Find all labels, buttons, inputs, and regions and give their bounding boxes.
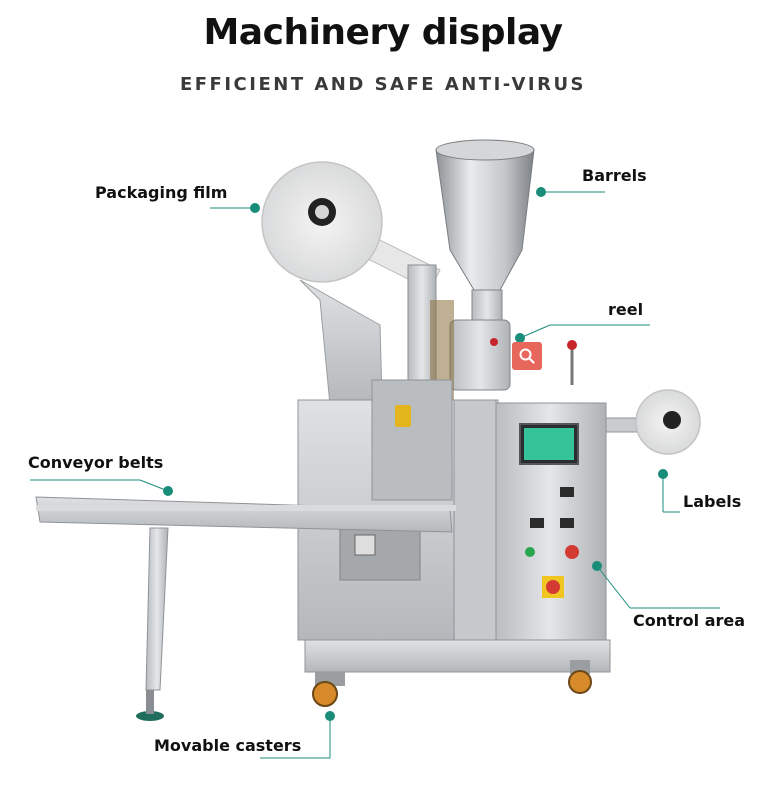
callout-dot-conveyor	[163, 486, 173, 496]
label-barrels: Barrels	[582, 166, 647, 185]
callout-dot-packaging-film	[250, 203, 260, 213]
label-labels: Labels	[683, 492, 742, 511]
label-conveyor-belts: Conveyor belts	[28, 453, 164, 472]
label-reel: reel	[608, 300, 644, 319]
page-subtitle: EFFICIENT AND SAFE ANTI-VIRUS	[179, 74, 587, 95]
hopper-barrel	[435, 149, 535, 291]
callout-dot-barrels	[536, 187, 546, 197]
magnifier-icon	[519, 348, 535, 364]
page-title: Machinery display	[203, 12, 563, 53]
label-control-area: Control area	[633, 611, 746, 630]
label-movable-casters: Movable casters	[154, 736, 302, 755]
callout-dot-control	[592, 561, 602, 571]
zoom-button[interactable]	[512, 342, 542, 370]
callout-dot-casters	[325, 711, 335, 721]
callout-dot-labels	[658, 469, 668, 479]
label-packaging-film: Packaging film	[95, 183, 228, 202]
film-support-plate	[299, 279, 383, 406]
caster-left	[312, 681, 338, 707]
callout-dot-reel	[515, 333, 525, 343]
caster-right	[568, 670, 592, 694]
machine-base	[304, 639, 611, 673]
